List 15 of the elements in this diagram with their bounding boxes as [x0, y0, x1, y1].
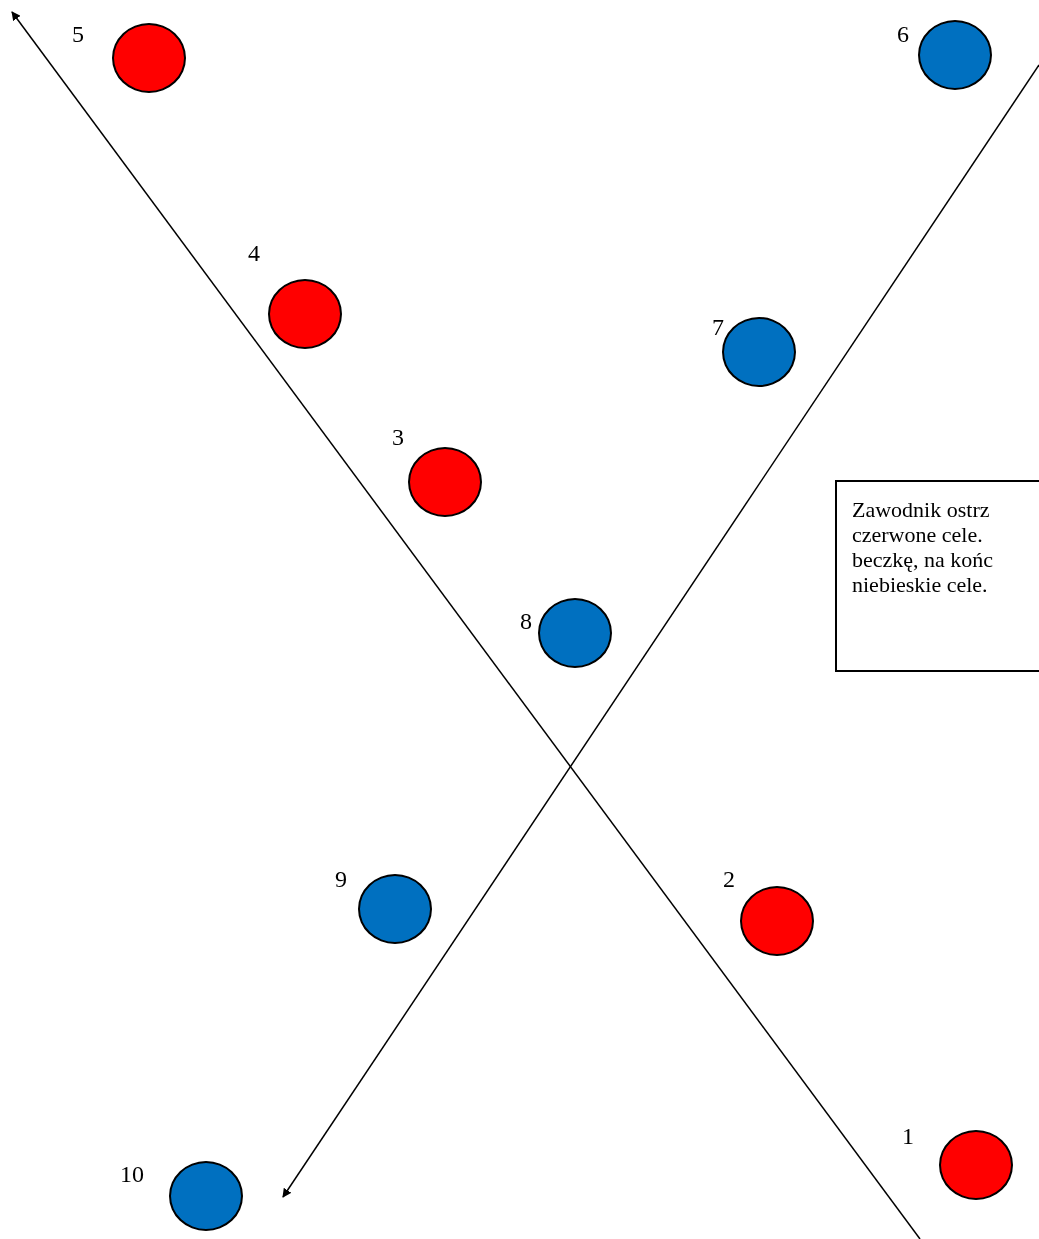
- target-number: 10: [120, 1162, 144, 1186]
- note-text: Zawodnik ostrz: [852, 497, 991, 522]
- note-text: beczkę, na końc: [852, 547, 995, 572]
- target-number: 9: [335, 867, 347, 891]
- note-text: niebieskie cele.: [852, 572, 989, 597]
- target-number: 7: [712, 315, 724, 339]
- target-number: 4: [248, 241, 260, 265]
- target-number: 8: [520, 609, 532, 633]
- note-box: [835, 480, 1039, 672]
- target-number: 1: [902, 1124, 914, 1148]
- target-number: 5: [72, 22, 84, 46]
- target-number: 2: [723, 867, 735, 891]
- note-text: czerwone cele.: [852, 522, 984, 547]
- target-number: 3: [392, 425, 404, 449]
- target-number: 6: [897, 22, 909, 46]
